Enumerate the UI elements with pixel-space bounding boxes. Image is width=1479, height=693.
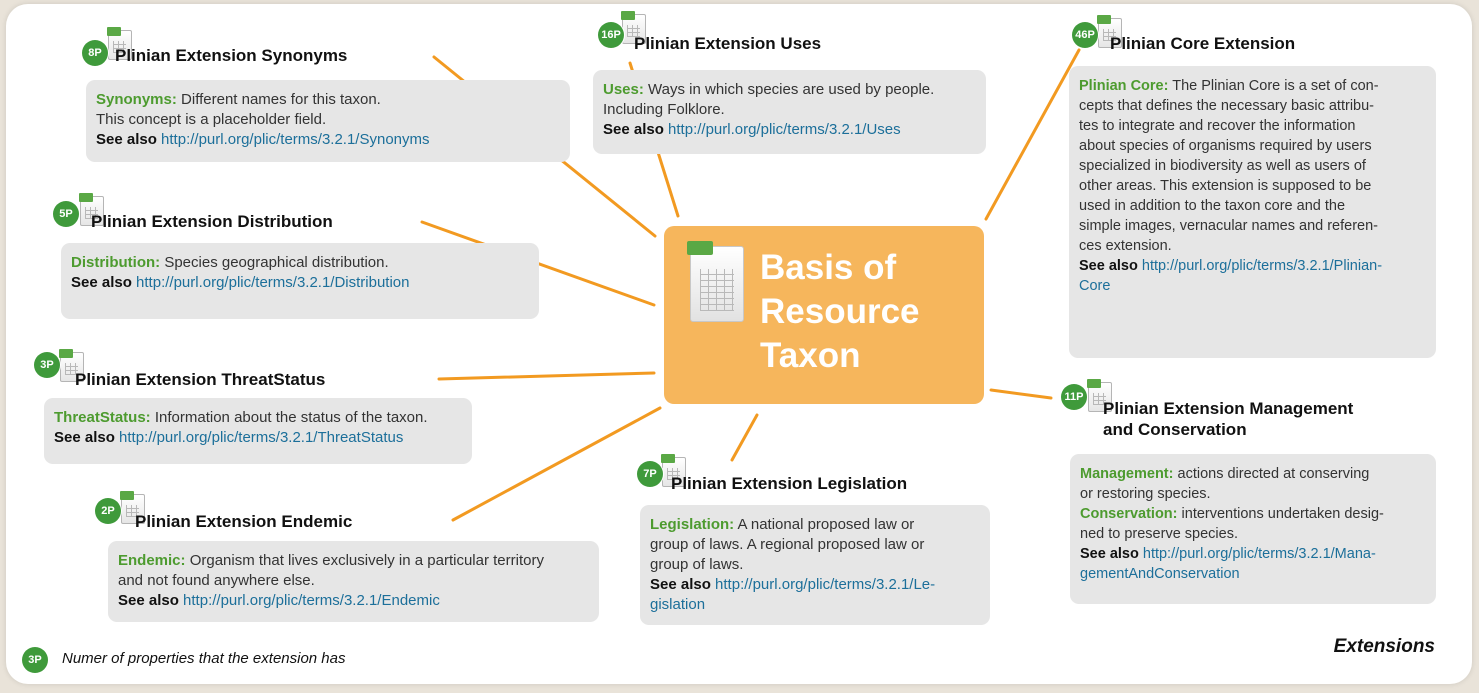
- extension-title: Plinian Core Extension: [1110, 34, 1296, 53]
- extension-title-line: and Conservation: [1103, 420, 1247, 439]
- center-title-line: Taxon: [760, 336, 861, 375]
- spreadsheet-icon: [661, 454, 686, 487]
- spreadsheet-icon: [1087, 379, 1112, 412]
- term-description: Different names for this taxon.: [181, 91, 381, 108]
- term-description: group of laws.: [650, 556, 744, 573]
- connector-endemic: [451, 406, 662, 522]
- term-link[interactable]: http://purl.org/plic/terms/3.2.1/Mana-: [1142, 546, 1376, 562]
- extension-card-distribution: Distribution: Species geographical distr…: [61, 243, 539, 319]
- property-count-badge: 5P: [53, 201, 79, 227]
- property-count-badge: 7P: [637, 461, 663, 487]
- term-description: specialized in biodiversity as well as u…: [1079, 158, 1366, 174]
- term-link[interactable]: http://purl.org/plic/terms/3.2.1/Distrib…: [136, 274, 410, 291]
- term-link[interactable]: http://purl.org/plic/terms/3.2.1/Le-: [715, 576, 936, 593]
- spreadsheet-icon: [79, 193, 104, 226]
- term-description: A national proposed law or: [737, 516, 915, 533]
- connector-legislation: [730, 413, 759, 462]
- term-description: tes to integrate and recover the informa…: [1079, 118, 1356, 134]
- term-link-continued[interactable]: gementAndConservation: [1080, 566, 1240, 582]
- term-description: simple images, vernacular names and refe…: [1079, 218, 1378, 234]
- term-link[interactable]: http://purl.org/plic/terms/3.2.1/Endemic: [183, 592, 440, 609]
- term-description: ces extension.: [1079, 238, 1172, 254]
- term-link[interactable]: http://purl.org/plic/terms/3.2.1/ThreatS…: [119, 429, 404, 446]
- spreadsheet-icon: [107, 27, 132, 60]
- term-description: and not found anywhere else.: [118, 572, 315, 589]
- extension-card-management: Management: actions directed at conservi…: [1070, 454, 1436, 604]
- extension-card-core: Plinian Core: The Plinian Core is a set …: [1069, 66, 1436, 358]
- see-also-label: See also: [96, 131, 157, 148]
- term-label: ThreatStatus:: [54, 409, 151, 426]
- property-count-badge: 2P: [95, 498, 121, 524]
- see-also-label: See also: [603, 121, 664, 138]
- connector-threatstatus: [437, 371, 656, 381]
- property-count-badge: 3P: [34, 352, 60, 378]
- diagram-label: Extensions: [1333, 636, 1435, 657]
- extension-card-endemic: Endemic: Organism that lives exclusively…: [108, 541, 599, 622]
- term-label: Synonyms:: [96, 91, 177, 108]
- extension-title: Plinian Extension Synonyms: [115, 46, 348, 65]
- term-description: other areas. This extension is supposed …: [1079, 178, 1372, 194]
- term-description: actions directed at conserving: [1177, 466, 1370, 482]
- property-count-badge: 46P: [1072, 22, 1098, 48]
- term-label: Uses:: [603, 81, 644, 98]
- see-also-label: See also: [1080, 546, 1139, 562]
- center-title-line: Resource: [760, 292, 920, 331]
- spreadsheet-icon: [120, 491, 145, 524]
- term-link[interactable]: http://purl.org/plic/terms/3.2.1/Uses: [668, 121, 901, 138]
- property-count-badge: 11P: [1061, 384, 1087, 410]
- term-label: Management:: [1080, 466, 1174, 482]
- center-title: Basis of Resource Taxon: [760, 246, 980, 378]
- term-link[interactable]: http://purl.org/plic/terms/3.2.1/Synonym…: [161, 131, 430, 148]
- term-description: Organism that lives exclusively in a par…: [189, 552, 544, 569]
- extension-card-synonyms: Synonyms: Different names for this taxon…: [86, 80, 570, 162]
- term-description: used in addition to the taxon core and t…: [1079, 198, 1346, 214]
- term-label: Legislation:: [650, 516, 735, 533]
- property-count-badge: 16P: [598, 22, 624, 48]
- term-label: Plinian Core:: [1079, 78, 1169, 94]
- term-description: or restoring species.: [1080, 486, 1211, 502]
- term-label: Distribution:: [71, 254, 161, 271]
- see-also-label: See also: [650, 576, 711, 593]
- term-description: about species of organisms required by u…: [1079, 138, 1372, 154]
- term-description: Ways in which species are used by people…: [648, 81, 935, 98]
- term-description: Species geographical distribution.: [164, 254, 389, 271]
- term-description: Information about the status of the taxo…: [154, 409, 428, 426]
- term-link-continued[interactable]: Core: [1079, 278, 1111, 294]
- connector-core: [984, 48, 1081, 221]
- term-description: cepts that defines the necessary basic a…: [1079, 98, 1374, 114]
- term-description: This concept is a placeholder field.: [96, 111, 327, 128]
- extension-title: Plinian Extension Legislation: [671, 474, 908, 493]
- spreadsheet-icon: [1097, 15, 1122, 48]
- see-also-label: See also: [1079, 258, 1138, 274]
- property-count-badge: 8P: [82, 40, 108, 66]
- term-link-continued[interactable]: gislation: [650, 596, 706, 613]
- term-description: group of laws. A regional proposed law o…: [650, 536, 925, 553]
- term-description: interventions undertaken desig-: [1181, 506, 1384, 522]
- extension-card-uses: Uses: Ways in which species are used by …: [593, 70, 986, 154]
- term-label: Conservation:: [1080, 506, 1178, 522]
- legend-badge: 3P: [22, 647, 48, 673]
- term-description: The Plinian Core is a set of con-: [1172, 78, 1379, 94]
- extension-title-line: Plinian Extension Management: [1103, 399, 1354, 418]
- extension-card-legislation: Legislation: A national proposed law or …: [640, 505, 990, 625]
- see-also-label: See also: [118, 592, 179, 609]
- spreadsheet-icon: [687, 241, 744, 322]
- extension-card-threatstatus: ThreatStatus: Information about the stat…: [44, 398, 472, 464]
- see-also-label: See also: [71, 274, 132, 291]
- term-description: Including Folklore.: [603, 101, 725, 118]
- extension-title: Plinian Extension Uses: [634, 34, 822, 53]
- legend-text: Numer of properties that the extension h…: [62, 650, 346, 667]
- term-link[interactable]: http://purl.org/plic/terms/3.2.1/Plinian…: [1141, 258, 1383, 274]
- connector-management: [989, 388, 1053, 400]
- spreadsheet-icon: [59, 349, 84, 382]
- extension-title: Plinian Extension Endemic: [135, 512, 353, 531]
- extension-title: Plinian Extension Management and Conserv…: [1103, 398, 1353, 440]
- center-title-line: Basis of: [760, 248, 897, 287]
- see-also-label: See also: [54, 429, 115, 446]
- term-label: Endemic:: [118, 552, 186, 569]
- term-description: ned to preserve species.: [1080, 526, 1238, 542]
- extension-title: Plinian Extension Distribution: [91, 212, 333, 231]
- extension-title: Plinian Extension ThreatStatus: [75, 370, 326, 389]
